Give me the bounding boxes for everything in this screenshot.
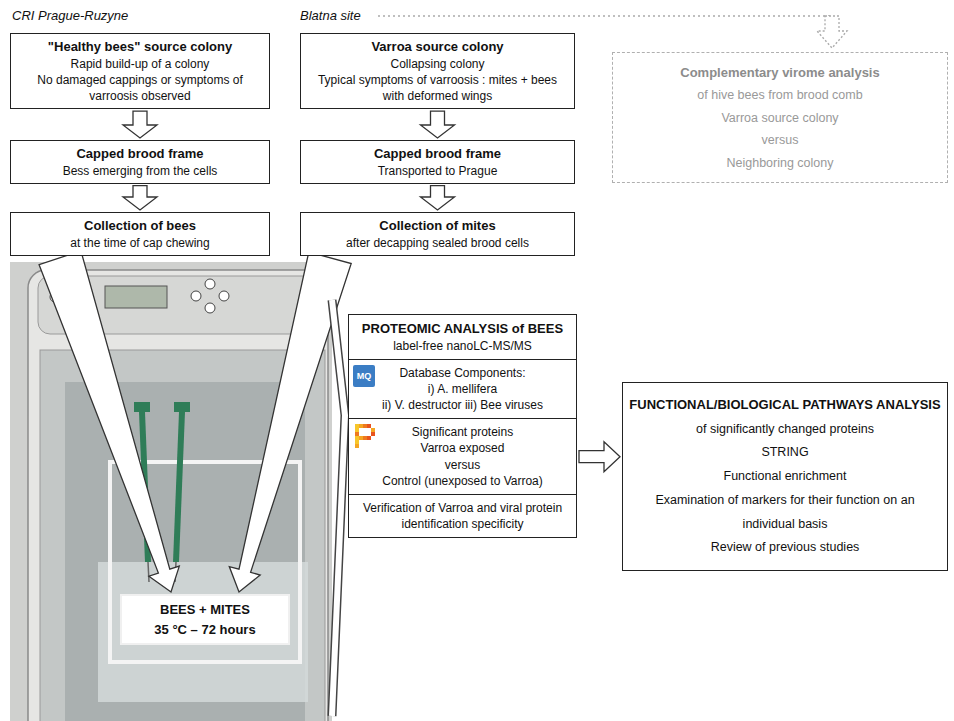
- process-box: Capped brood frameTransported to Prague: [300, 140, 575, 184]
- icon-pixel: [359, 436, 363, 440]
- block-arrow: [421, 186, 455, 210]
- icon-pixel: [371, 432, 375, 436]
- icon-pixel: [367, 424, 371, 428]
- icon-pixel: [355, 428, 359, 432]
- box-text: Functional enrichment: [629, 465, 941, 489]
- box-text: Neighboring colony: [619, 152, 941, 175]
- box-text: 35 °C – 72 hours: [128, 620, 282, 640]
- block-arrow: [579, 442, 620, 472]
- process-box: Collection of beesat the time of cap che…: [10, 212, 270, 256]
- arrow-shape: [123, 111, 157, 138]
- stack-box: PROTEOMIC ANALYSIS of BEESlabel-free nan…: [348, 314, 577, 360]
- box-heading: Collection of bees: [17, 217, 263, 235]
- box-heading: FUNCTIONAL/BIOLOGICAL PATHWAYS ANALYSIS: [629, 393, 941, 418]
- stack-box: Database Components:i) A. melliferaii) V…: [348, 359, 577, 420]
- box-text: versus: [354, 457, 571, 473]
- box-text: ii) V. destructor iii) Bee viruses: [354, 397, 571, 413]
- photo-detail: [105, 286, 167, 308]
- box-text: STRING: [629, 441, 941, 465]
- arrow-shape: [123, 186, 157, 210]
- box-text: Significant proteins: [354, 424, 571, 440]
- icon-pixel: [355, 436, 359, 440]
- process-box: "Healthy bees" source colonyRapid build-…: [10, 33, 270, 109]
- box-text: i) A. mellifera: [354, 381, 571, 397]
- icon-pixel: [355, 424, 359, 428]
- photo-detail: [817, 16, 847, 48]
- arrow-shape: [421, 111, 455, 138]
- arrow-shape: [579, 442, 620, 472]
- icon-pixel: [359, 424, 363, 428]
- block-arrow: [421, 111, 455, 138]
- box-text: of significantly changed proteins: [629, 418, 941, 442]
- photo-detail: [219, 291, 229, 301]
- box-text: Review of previous studies: [629, 536, 941, 560]
- icon-pixel: [367, 436, 371, 440]
- icon-pixel: [363, 436, 367, 440]
- box-text: Rapid build-up of a colony: [17, 56, 263, 72]
- photo-detail: [191, 291, 201, 301]
- block-arrow: [332, 300, 345, 716]
- box-heading: "Healthy bees" source colony: [17, 38, 263, 56]
- photo-detail: [205, 303, 215, 313]
- box-heading: PROTEOMIC ANALYSIS of BEES: [354, 320, 571, 338]
- box-text: Varroa exposed: [354, 440, 571, 456]
- box-text: Examination of markers for their functio…: [629, 489, 941, 537]
- box-heading: Collection of mites: [307, 217, 568, 235]
- box-text: Bess emerging from the cells: [17, 163, 263, 179]
- box-heading: Capped brood frame: [17, 145, 263, 163]
- box-text: BEES + MITES: [128, 600, 282, 620]
- icon-pixel: [355, 444, 359, 448]
- process-box: Collection of mitesafter decapping seale…: [300, 212, 575, 256]
- icon-pixel: [355, 432, 359, 436]
- dotted-box: Complementary virome analysisof hive bee…: [612, 52, 948, 183]
- box-text: at the time of cap chewing: [17, 235, 263, 251]
- photo-detail: [148, 562, 149, 582]
- process-box: FUNCTIONAL/BIOLOGICAL PATHWAYS ANALYSISo…: [622, 382, 948, 571]
- stack-box: Verification of Varroa and viral protein…: [348, 494, 577, 538]
- photo-detail: [205, 279, 215, 289]
- chevron-arrow: [332, 300, 345, 716]
- site-label: CRI Prague-Ruzyne: [12, 8, 128, 23]
- icon-pixel: [371, 428, 375, 432]
- process-box: Varroa source colonyCollapsing colonyTyp…: [300, 33, 575, 109]
- box-text: Collapsing colony: [307, 56, 568, 72]
- icon-pixel: [355, 440, 359, 444]
- box-text: Control (unexposed to Varroa): [354, 473, 571, 489]
- box-text: Database Components:: [354, 365, 571, 381]
- block-arrow: [123, 186, 157, 210]
- box-text: versus: [619, 129, 941, 152]
- box-text: of hive bees from brood comb: [619, 84, 941, 107]
- software-icon: [353, 424, 377, 448]
- block-arrow: [39, 251, 179, 592]
- photo-detail: [174, 402, 190, 412]
- box-heading: Complementary virome analysis: [619, 61, 941, 84]
- photo-detail: [378, 15, 832, 17]
- photo-detail: [176, 412, 182, 562]
- box-text: after decapping sealed brood cells: [307, 235, 568, 251]
- arrow-shape: [39, 251, 179, 592]
- photo-detail: [134, 402, 150, 412]
- photo-incubator: [10, 262, 332, 721]
- box-text: No damaged cappings or symptoms of varro…: [17, 72, 263, 104]
- photo-detail: [98, 562, 308, 702]
- chevron-arrow: [332, 300, 345, 716]
- box-text: Verification of Varroa and viral protein…: [354, 500, 571, 532]
- box-text: Transported to Prague: [307, 163, 568, 179]
- stack-box: Significant proteinsVarroa exposedversus…: [348, 418, 577, 495]
- box-text: Typical symptoms of varroosis : mites + …: [307, 72, 568, 104]
- block-arrow: [123, 111, 157, 138]
- box-text: Varroa source colony: [619, 107, 941, 130]
- logo-text: MQ: [353, 365, 375, 387]
- photo-caption-box: BEES + MITES35 °C – 72 hours: [120, 594, 290, 645]
- box-heading: Varroa source colony: [307, 38, 568, 56]
- process-box: Capped brood frameBess emerging from the…: [10, 140, 270, 184]
- icon-pixel: [363, 424, 367, 428]
- arrow-shape: [421, 186, 455, 210]
- box-heading: Capped brood frame: [307, 145, 568, 163]
- site-label: Blatna site: [300, 8, 361, 23]
- box-text: label-free nanoLC-MS/MS: [354, 338, 571, 354]
